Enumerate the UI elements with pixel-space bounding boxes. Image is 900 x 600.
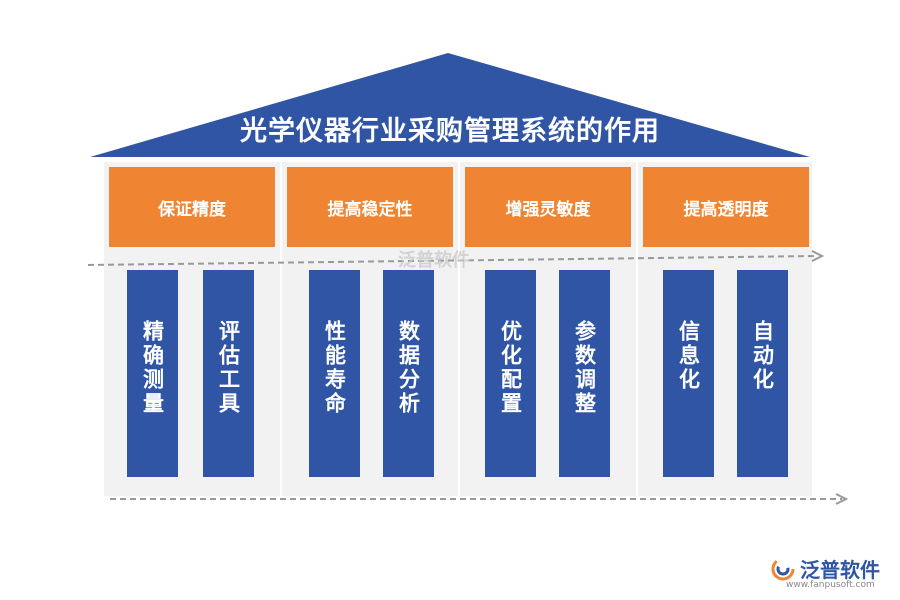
brand-url: www.fanpusoft.com: [786, 580, 875, 590]
diagram-title: 光学仪器行业采购管理系统的作用: [240, 116, 660, 147]
pillar-4-1: 信息化: [663, 270, 714, 477]
pillar-label: 精确测量: [140, 320, 165, 416]
pillar-label: 评估工具: [216, 320, 241, 416]
column-header-4: 提高透明度: [643, 167, 809, 247]
pillar-3-1: 优化配置: [485, 270, 536, 477]
brand-name: 泛普软件: [800, 558, 880, 582]
column-header-3: 增强灵敏度: [465, 167, 631, 247]
pillar-label: 优化配置: [498, 320, 523, 416]
pillar-label: 自动化: [750, 320, 775, 392]
watermark-text: 泛普软件: [398, 250, 470, 271]
pillar-label: 数据分析: [396, 320, 421, 416]
pillar-2-2: 数据分析: [383, 270, 434, 477]
column-header-2: 提高稳定性: [287, 167, 453, 247]
pillar-3-2: 参数调整: [559, 270, 610, 477]
pillar-label: 信息化: [676, 320, 701, 392]
column-header-1: 保证精度: [109, 167, 275, 247]
brand-logo: 泛普软件: [770, 554, 880, 583]
pillar-2-1: 性能寿命: [309, 270, 360, 477]
pillar-label: 参数调整: [572, 320, 597, 416]
pillar-label: 性能寿命: [322, 320, 347, 416]
pillar-1-1: 精确测量: [127, 270, 178, 477]
pillar-1-2: 评估工具: [203, 270, 254, 477]
pillar-4-2: 自动化: [737, 270, 788, 477]
brand-swirl-icon: [771, 557, 795, 580]
roof-triangle: [90, 53, 810, 157]
